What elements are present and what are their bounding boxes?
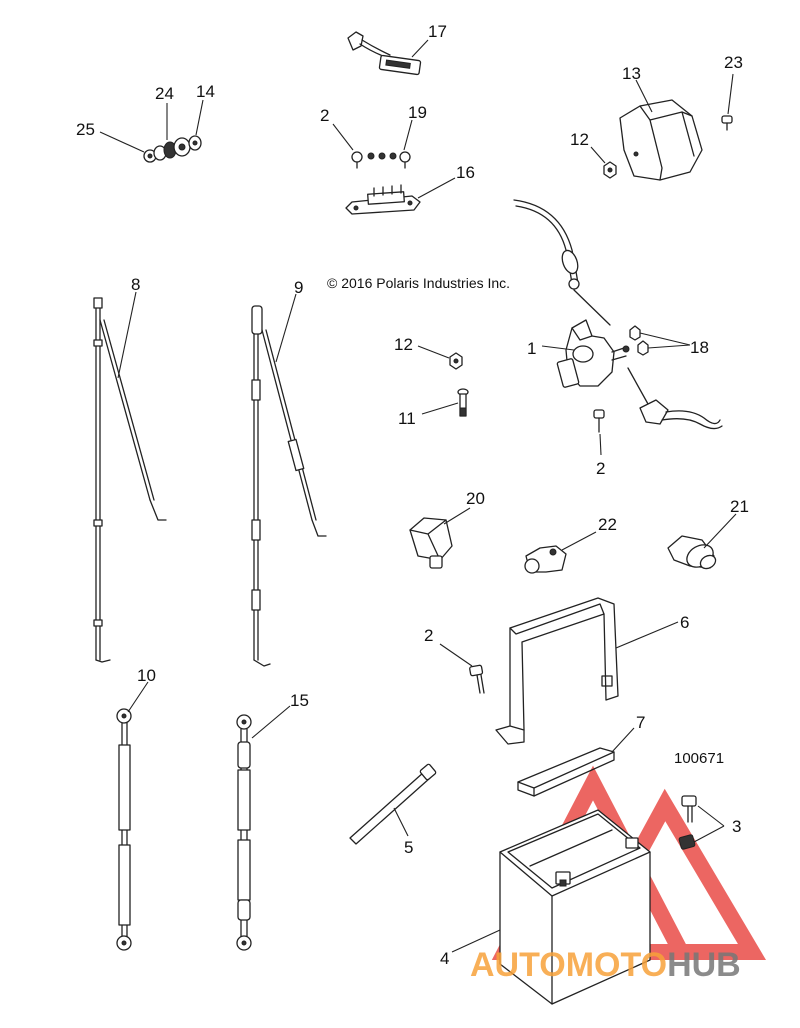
callout-20: 20 bbox=[466, 489, 485, 508]
part-7-pad bbox=[517, 727, 635, 797]
callout-4: 4 bbox=[440, 949, 449, 968]
callout-12-middle: 12 bbox=[394, 335, 413, 354]
part-16-terminal-block bbox=[345, 177, 456, 215]
part-2-screw-top bbox=[332, 123, 363, 169]
part-15-battery-cable bbox=[236, 705, 291, 951]
callout-6: 6 bbox=[680, 613, 689, 632]
solenoid-cable bbox=[513, 199, 611, 326]
part-8-cable bbox=[93, 291, 167, 663]
diagram-number: 100671 bbox=[674, 750, 724, 767]
callout-9: 9 bbox=[294, 278, 303, 297]
part-6-bracket bbox=[495, 597, 679, 745]
part-25-nut bbox=[99, 131, 157, 163]
callout-22: 22 bbox=[598, 515, 617, 534]
part-22-terminal-boot bbox=[524, 531, 597, 574]
callout-5: 5 bbox=[404, 838, 413, 857]
callout-17: 17 bbox=[428, 22, 447, 41]
solenoid-lower-cable bbox=[627, 367, 723, 430]
part-10-battery-cable bbox=[116, 681, 149, 951]
part-9-cable bbox=[251, 293, 327, 667]
callout-15: 15 bbox=[290, 691, 309, 710]
part-18-nuts bbox=[629, 325, 691, 356]
part-20-terminal-boot bbox=[409, 507, 471, 569]
callout-2-bracket: 2 bbox=[424, 626, 433, 645]
part-2-screw-solenoid bbox=[593, 409, 605, 456]
callout-24: 24 bbox=[155, 84, 174, 103]
callout-10: 10 bbox=[137, 666, 156, 685]
part-19-nuts bbox=[367, 119, 413, 169]
callout-1: 1 bbox=[527, 339, 536, 358]
part-12-nut-top bbox=[590, 146, 617, 179]
callout-19: 19 bbox=[408, 103, 427, 122]
callout-14: 14 bbox=[196, 82, 215, 101]
part-5-strap bbox=[349, 763, 437, 845]
part-2-bolt-bracket bbox=[439, 643, 485, 694]
part-13-cover bbox=[619, 79, 703, 181]
callout-2-top: 2 bbox=[320, 106, 329, 125]
callout-3: 3 bbox=[732, 817, 741, 836]
callout-7: 7 bbox=[636, 713, 645, 732]
callout-8: 8 bbox=[131, 275, 140, 294]
callout-12-top: 12 bbox=[570, 130, 589, 149]
part-3-bolt-nut bbox=[678, 795, 725, 850]
watermark-word-1: AUTOMOTO bbox=[470, 946, 667, 984]
copyright-notice: © 2016 Polaris Industries Inc. bbox=[327, 275, 510, 291]
callout-23: 23 bbox=[724, 53, 743, 72]
callout-21: 21 bbox=[730, 497, 749, 516]
part-14-washer bbox=[188, 99, 204, 151]
callout-18: 18 bbox=[690, 338, 709, 357]
part-4-battery bbox=[451, 809, 651, 1005]
part-23-screw bbox=[721, 73, 734, 131]
part-21-terminal-boot bbox=[667, 513, 737, 570]
callout-11: 11 bbox=[398, 409, 416, 428]
part-11-bolt bbox=[421, 388, 469, 417]
part-1-solenoid bbox=[541, 319, 630, 388]
callout-25: 25 bbox=[76, 120, 95, 139]
part-17-connector-plug bbox=[347, 31, 429, 76]
callout-13: 13 bbox=[622, 64, 641, 83]
part-24-washers bbox=[153, 103, 191, 161]
watermark-word-2: HUB bbox=[667, 946, 741, 984]
part-12-nut-middle bbox=[417, 345, 463, 370]
callout-16: 16 bbox=[456, 163, 475, 182]
watermark-text: AUTOMOTOHUB bbox=[470, 946, 741, 984]
callout-2-solenoid: 2 bbox=[596, 459, 605, 478]
